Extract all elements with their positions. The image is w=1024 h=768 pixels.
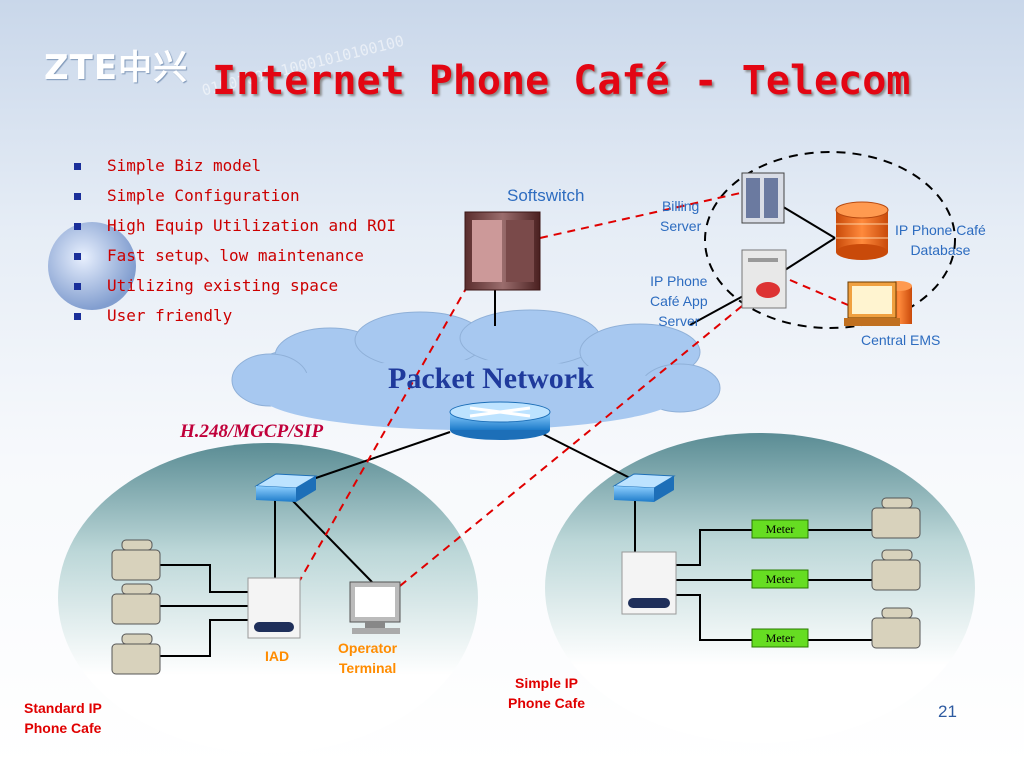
globe-decoration	[48, 222, 136, 310]
bullet-item: Utilizing existing space	[74, 274, 396, 304]
bullet-item: Simple Configuration	[74, 184, 396, 214]
phone-icon	[111, 633, 161, 675]
link-router-right-switch	[534, 429, 631, 479]
server-group-outline	[704, 151, 956, 329]
dashed-appserver-ems	[789, 279, 849, 306]
dashed-softswitch-iad	[299, 284, 469, 581]
bullet-square-icon	[74, 283, 81, 290]
right-switch-icon	[612, 473, 676, 502]
right-phones	[871, 497, 921, 649]
bullet-square-icon	[74, 253, 81, 260]
softswitch-label: Softswitch	[507, 186, 585, 205]
link-appserver-network	[689, 294, 746, 326]
phone-icon	[871, 497, 921, 539]
central-ems-label: Central EMS	[861, 332, 941, 348]
packet-network-label: Packet Network	[388, 362, 594, 395]
app-server-icon	[741, 249, 787, 309]
iad-label: IAD	[265, 648, 290, 664]
packet-network-cloud	[231, 309, 721, 430]
protocol-label: H.248/MGCP/SIP	[180, 421, 324, 442]
softswitch-icon	[464, 211, 541, 291]
link-phone1-iad	[160, 564, 248, 593]
bullet-item: User friendly	[74, 304, 396, 334]
feature-bullet-list: Simple Biz model Simple Configuration Hi…	[74, 154, 396, 334]
meter-box	[751, 628, 809, 648]
bullet-item: Fast setup、low maintenance	[74, 244, 396, 274]
iad-device-icon	[247, 577, 301, 639]
dashed-softswitch-billing	[539, 191, 746, 239]
bullet-square-icon	[74, 163, 81, 170]
meters: Meter Meter Meter	[751, 519, 809, 648]
meter-label: Meter	[766, 572, 795, 586]
bullet-item: High Equip Utilization and ROI	[74, 214, 396, 244]
phone-icon	[111, 539, 161, 581]
core-router-icon	[449, 401, 551, 440]
meter-label: Meter	[766, 522, 795, 536]
link-gw-meter3	[676, 594, 752, 641]
bullet-square-icon	[74, 313, 81, 320]
page-number: 21	[938, 702, 957, 721]
link-appserver-db	[784, 237, 836, 271]
slide-title: Internet Phone Café - Telecom	[212, 58, 911, 104]
phone-icon	[871, 549, 921, 591]
left-phones	[111, 539, 161, 675]
phone-icon	[111, 583, 161, 625]
link-gw-meter1	[676, 529, 752, 566]
operator-terminal-icon	[349, 581, 401, 634]
bullet-square-icon	[74, 223, 81, 230]
bullet-square-icon	[74, 193, 81, 200]
database-icon	[835, 201, 889, 260]
dashed-appserver-terminal	[394, 305, 743, 591]
link-router-left-switch	[309, 431, 451, 481]
gateway-device-icon	[621, 551, 677, 615]
central-ems-icon	[844, 281, 912, 326]
link-switch-terminal	[289, 497, 373, 583]
meter-label: Meter	[766, 631, 795, 645]
billing-server-icon	[741, 172, 785, 224]
meter-box	[751, 569, 809, 589]
bullet-item: Simple Biz model	[74, 154, 396, 184]
zte-logo: ZTE中兴	[44, 48, 189, 88]
left-switch-icon	[254, 473, 318, 502]
phone-icon	[871, 607, 921, 649]
link-phone3-iad	[160, 619, 248, 657]
meter-box	[751, 519, 809, 539]
link-billing-db	[779, 204, 836, 239]
